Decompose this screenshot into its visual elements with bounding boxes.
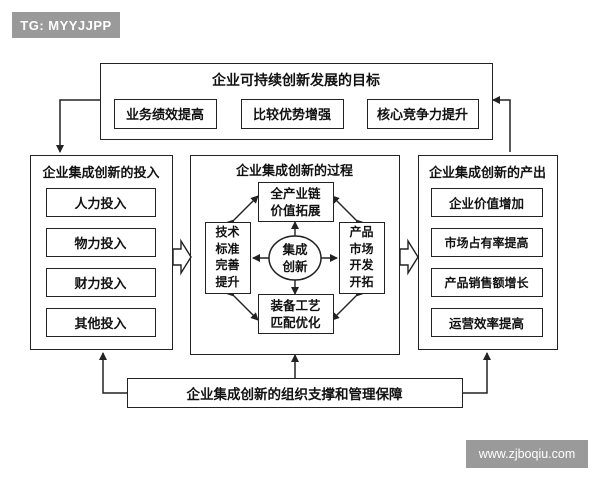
output-title: 企业集成创新的产出 xyxy=(428,165,546,181)
process-node-left-line1: 技术 xyxy=(215,225,240,239)
goal-item-label: 比较优势增强 xyxy=(252,108,331,123)
arrow-right-top xyxy=(331,195,364,228)
output-item: 市场占有率提高 xyxy=(431,228,543,257)
support-title: 企业集成创新的组织支撑和管理保障 xyxy=(186,386,403,403)
process-node-left-line3: 完善 xyxy=(215,258,240,272)
process-node-right: 产品 市场 开发 开拓 xyxy=(339,222,385,294)
arrow-output-to-goals xyxy=(492,96,511,152)
output-item-label: 企业价值增加 xyxy=(448,195,524,211)
arrow-left-bottom xyxy=(226,288,259,321)
process-node-right-line3: 开发 xyxy=(349,258,374,272)
goal-item: 业务绩效提高 xyxy=(114,99,217,129)
process-title: 企业集成创新的过程 xyxy=(235,163,353,179)
output-item-label: 产品销售额增长 xyxy=(444,275,529,290)
process-center-line2: 创新 xyxy=(282,259,308,274)
process-node-right-line4: 开拓 xyxy=(349,274,374,289)
process-node-left-line4: 提升 xyxy=(215,274,240,289)
goals-panel: 企业可持续创新发展的目标 业务绩效提高 比较优势增强 核心竞争力提升 xyxy=(100,63,493,140)
output-item: 产品销售额增长 xyxy=(431,268,543,297)
block-arrow-input-to-process xyxy=(172,238,192,276)
process-center-line1: 集成 xyxy=(282,242,308,257)
arrow-support-to-input xyxy=(99,352,127,394)
input-item: 财力投入 xyxy=(46,268,156,297)
process-node-right-line1: 产品 xyxy=(349,225,374,239)
input-item: 人力投入 xyxy=(46,188,156,217)
arrow-left-top xyxy=(226,195,259,228)
watermark-bottom-right: www.zjboqiu.com xyxy=(466,440,588,468)
process-panel: 企业集成创新的过程 xyxy=(190,155,400,355)
arrow-goals-to-input xyxy=(56,99,100,153)
goal-item: 比较优势增强 xyxy=(241,99,344,129)
goal-item-label: 业务绩效提高 xyxy=(125,108,204,123)
input-item-label: 财力投入 xyxy=(74,276,127,292)
process-node-top-line1: 全产业链 xyxy=(270,186,321,201)
process-node-top: 全产业链 价值拓展 xyxy=(258,182,334,222)
input-item: 物力投入 xyxy=(46,228,156,257)
process-center-label: 集成 创新 xyxy=(272,241,318,275)
process-node-bottom-line1: 装备工艺 xyxy=(270,298,321,313)
process-node-bottom-line2: 匹配优化 xyxy=(270,315,321,330)
goal-item: 核心竞争力提升 xyxy=(367,99,479,129)
process-node-bottom: 装备工艺 匹配优化 xyxy=(258,294,334,334)
center-ellipse xyxy=(268,235,322,281)
output-panel: 企业集成创新的产出 企业价值增加 市场占有率提高 产品销售额增长 运营效率提高 xyxy=(418,155,558,350)
input-panel: 企业集成创新的投入 人力投入 物力投入 财力投入 其他投入 xyxy=(30,155,173,350)
process-node-top-line2: 价值拓展 xyxy=(270,203,321,218)
input-item-label: 人力投入 xyxy=(74,196,127,212)
output-item-label: 市场占有率提高 xyxy=(444,235,529,250)
arrow-right-bottom xyxy=(331,288,364,321)
input-title: 企业集成创新的投入 xyxy=(42,165,160,181)
goals-title: 企业可持续创新发展的目标 xyxy=(212,73,380,89)
goal-item-label: 核心竞争力提升 xyxy=(376,108,468,123)
input-item-label: 其他投入 xyxy=(74,316,127,332)
process-node-left: 技术 标准 完善 提升 xyxy=(205,222,251,294)
process-node-right-line2: 市场 xyxy=(349,241,374,256)
output-item: 企业价值增加 xyxy=(431,188,543,217)
arrow-support-to-output xyxy=(463,352,491,394)
watermark-top-left: TG: MYYJJPP xyxy=(12,12,120,38)
process-node-left-line2: 标准 xyxy=(215,241,240,256)
input-item-label: 物力投入 xyxy=(74,236,127,252)
output-item: 运营效率提高 xyxy=(431,308,543,337)
support-panel: 企业集成创新的组织支撑和管理保障 xyxy=(127,378,463,408)
output-item-label: 运营效率提高 xyxy=(448,315,524,331)
input-item: 其他投入 xyxy=(46,308,156,337)
block-arrow-process-to-output xyxy=(399,238,419,276)
